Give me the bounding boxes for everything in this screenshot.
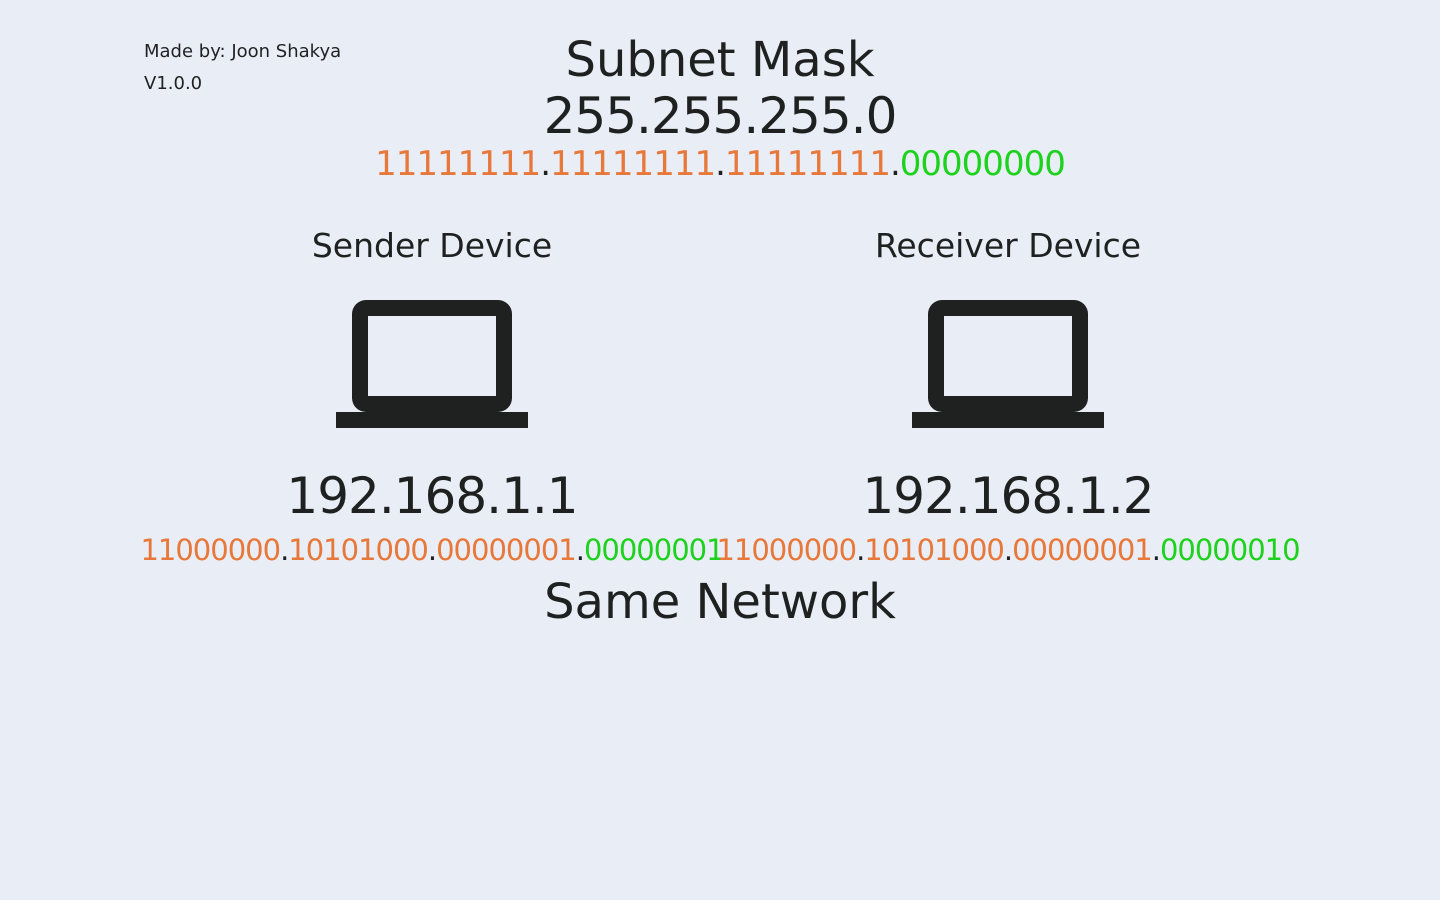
author-credit: Made by: Joon Shakya: [144, 41, 342, 62]
binary-separator: .: [1003, 533, 1013, 567]
binary-octet-3: 00000001: [1012, 533, 1153, 567]
sender-ip-address: 192.168.1.1: [286, 467, 578, 525]
binary-separator: .: [280, 533, 289, 567]
binary-octet-1: 11000000: [140, 533, 281, 567]
laptop-icon: [336, 300, 528, 428]
binary-octet-4: 00000010: [1159, 533, 1301, 567]
subnet-mask-value: 255.255.255.0: [543, 87, 898, 145]
sender-ip-binary: 11000000.10101000.00000001.00000001: [122, 532, 742, 568]
binary-separator: .: [1151, 533, 1161, 567]
sender-device-label: Sender Device: [311, 226, 553, 265]
binary-separator: .: [889, 144, 901, 184]
receiver-ip-address: 192.168.1.2: [862, 467, 1154, 525]
receiver-ip-binary: 11000000.10101000.00000001.00000010: [698, 532, 1318, 568]
version-label: V1.0.0: [144, 73, 203, 94]
binary-separator: .: [540, 144, 551, 184]
binary-octet-2: 10101000: [288, 533, 429, 567]
binary-separator: .: [856, 533, 865, 567]
subnet-mask-title: Subnet Mask: [565, 32, 875, 88]
binary-octet-1: 11000000: [716, 533, 857, 567]
sender-device: Sender Device 192.168.1.1 11000000.10101…: [122, 222, 742, 568]
binary-octet-4: 00000001: [583, 533, 725, 567]
binary-octet-2: 11111111: [550, 144, 716, 184]
binary-separator: .: [575, 533, 585, 567]
binary-octet-3: 11111111: [724, 144, 891, 184]
credit-block: Made by: Joon Shakya V1.0.0: [144, 36, 341, 100]
laptop-icon: [912, 300, 1104, 428]
receiver-device: Receiver Device 192.168.1.2 11000000.101…: [698, 222, 1318, 568]
subnet-mask-binary: 11111111.11111111.11111111.00000000: [0, 144, 1440, 184]
binary-octet-2: 10101000: [864, 533, 1005, 567]
binary-octet-1: 11111111: [375, 144, 541, 184]
network-result: Same Network: [544, 574, 896, 630]
receiver-device-label: Receiver Device: [874, 226, 1142, 265]
binary-octet-4: 00000000: [899, 144, 1066, 184]
binary-octet-3: 00000001: [436, 533, 577, 567]
binary-separator: .: [715, 144, 726, 184]
binary-separator: .: [427, 533, 437, 567]
